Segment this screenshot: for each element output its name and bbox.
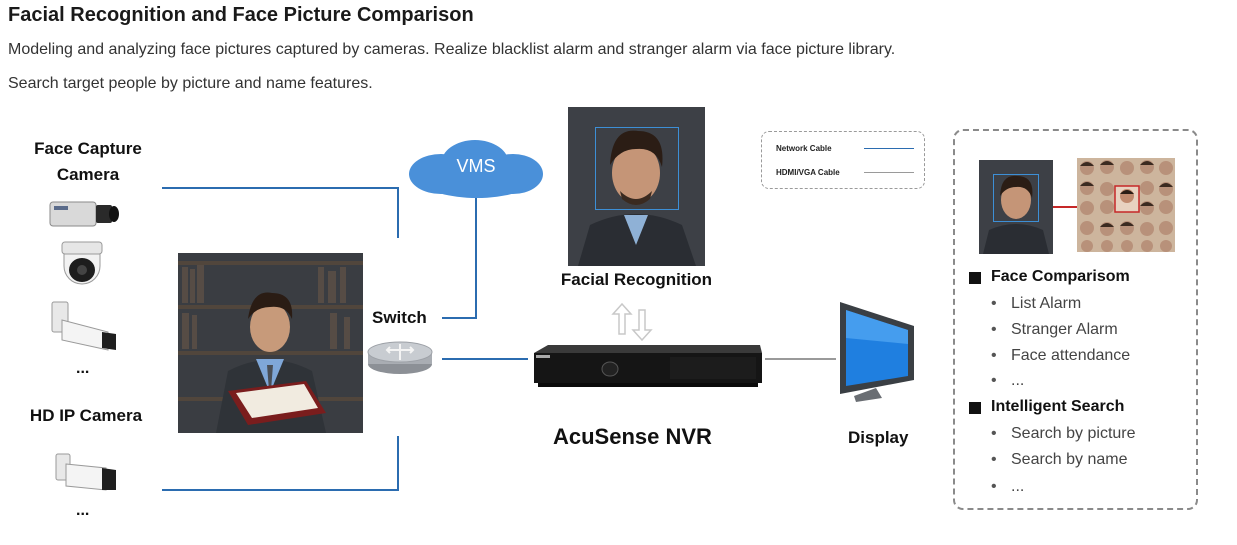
network-cable-capture-camera bbox=[162, 187, 399, 238]
display-label: Display bbox=[848, 428, 909, 447]
hd-bullet-camera-icon bbox=[55, 453, 116, 491]
capture-camera-ellipsis: ... bbox=[76, 360, 90, 377]
bidirectional-arrow-icon bbox=[611, 302, 653, 342]
face-capture-camera-label-line1: Face Capture bbox=[34, 139, 142, 158]
face-library-illustration bbox=[1077, 158, 1175, 252]
face-capture-camera-label: Face Capture Camera bbox=[18, 139, 158, 185]
legend-hdmi-cable-line bbox=[864, 172, 914, 173]
hd-ip-camera-label: HD IP Camera bbox=[29, 406, 143, 425]
page-title: Facial Recognition and Face Picture Comp… bbox=[8, 4, 474, 26]
nvr-label: AcuSense NVR bbox=[553, 424, 712, 449]
bullet-camera-icon bbox=[51, 301, 116, 351]
face-comparison-item: Face attendance bbox=[991, 347, 1130, 365]
hd-camera-ellipsis: ... bbox=[76, 502, 90, 519]
display-monitor-icon bbox=[840, 302, 914, 402]
legend-network-cable-line bbox=[864, 148, 914, 149]
box-camera-icon bbox=[49, 201, 119, 227]
dome-camera-icon bbox=[61, 241, 103, 285]
face-detection-box bbox=[595, 127, 679, 210]
nvr-device-icon bbox=[534, 345, 762, 387]
face-capture-camera-label-line2: Camera bbox=[56, 165, 120, 184]
legend-network-cable-label: Network Cable bbox=[776, 144, 832, 153]
face-comparison-item: ... bbox=[990, 372, 1024, 390]
person-reading-illustration bbox=[178, 253, 363, 433]
face-portrait-illustration bbox=[568, 107, 705, 266]
probe-face-illustration bbox=[979, 160, 1053, 254]
probe-face-box bbox=[993, 174, 1039, 222]
intelligent-search-item: ... bbox=[990, 478, 1024, 496]
switch-icon bbox=[367, 341, 433, 374]
probe-face-photo bbox=[979, 160, 1053, 254]
face-comparison-item: Stranger Alarm bbox=[991, 321, 1118, 339]
vms-label: VMS bbox=[456, 156, 496, 176]
face-comparison-heading: Face Comparisom bbox=[969, 268, 1130, 285]
face-library-grid bbox=[1077, 158, 1175, 252]
intelligent-search-heading: Intelligent Search bbox=[968, 398, 1125, 415]
description-line-2: Search target people by picture and name… bbox=[8, 75, 373, 92]
vms-cloud-icon bbox=[409, 140, 543, 198]
person-reading-photo bbox=[178, 253, 363, 433]
intelligent-search-item: Search by name bbox=[991, 451, 1127, 469]
network-cable-vms bbox=[442, 196, 477, 319]
facial-recognition-label: Facial Recognition bbox=[560, 270, 713, 289]
match-connector-line bbox=[1053, 206, 1077, 208]
network-cable-hd-camera bbox=[162, 436, 399, 491]
intelligent-search-item: Search by picture bbox=[991, 425, 1135, 443]
switch-label: Switch bbox=[372, 308, 427, 327]
legend-hdmi-cable-label: HDMI/VGA Cable bbox=[776, 168, 840, 177]
face-comparison-item: List Alarm bbox=[991, 295, 1081, 313]
facial-recognition-photo bbox=[568, 107, 705, 266]
cable-legend: Network Cable HDMI/VGA Cable bbox=[761, 131, 925, 189]
feature-panel: Face Comparisom List Alarm Stranger Alar… bbox=[953, 129, 1198, 510]
description-line-1: Modeling and analyzing face pictures cap… bbox=[8, 41, 896, 58]
